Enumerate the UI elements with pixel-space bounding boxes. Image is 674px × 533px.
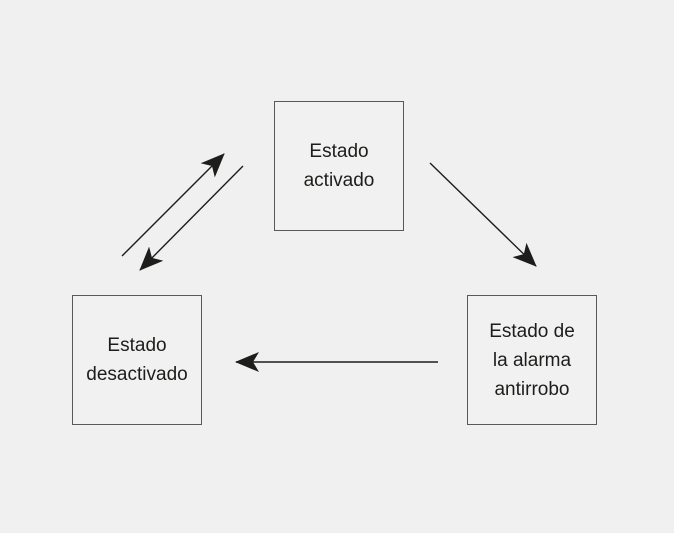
arrow-activado-to-alarma	[429, 162, 537, 267]
state-node-activado: Estado activado	[274, 101, 404, 231]
state-node-alarma-antirrobo-label: Estado de la alarma antirrobo	[489, 320, 575, 400]
arrow-desactivado-to-activado	[121, 153, 225, 257]
state-node-desactivado: Estado desactivado	[72, 295, 202, 425]
state-node-desactivado-label: Estado desactivado	[86, 335, 188, 385]
state-node-alarma-antirrobo: Estado de la alarma antirrobo	[467, 295, 597, 425]
arrow-activado-to-desactivado	[139, 165, 244, 271]
state-node-activado-label: Estado activado	[303, 141, 375, 191]
